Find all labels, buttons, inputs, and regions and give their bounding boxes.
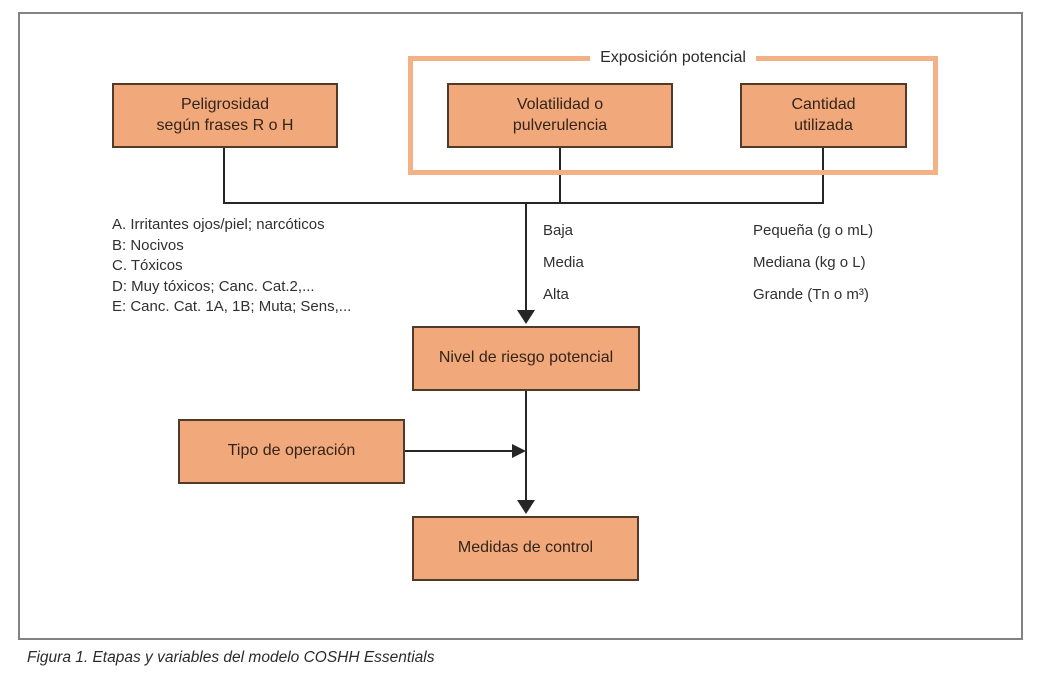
exposure-group-label-text: Exposición potencial (590, 47, 756, 69)
arrow-down-icon (517, 500, 535, 514)
hazard-category-item: E: Canc. Cat. 1A, 1B; Muta; Sens,... (112, 298, 352, 315)
node-peligrosidad: Peligrosidad según frases R o H (112, 83, 338, 148)
quantity-level-item: Mediana (kg o L) (753, 254, 866, 271)
volatility-level-list: Baja Media Alta (543, 215, 584, 311)
connector-horizontal-line (223, 202, 824, 204)
hazard-category-item: A. Irritantes ojos/piel; narcóticos (112, 216, 325, 233)
hazard-category-item: D: Muy tóxicos; Canc. Cat.2,... (112, 277, 315, 295)
connector-cantidad-line (822, 148, 824, 204)
node-medidas-control-label: Medidas de control (457, 539, 594, 557)
node-medidas-control: Medidas de control (412, 516, 639, 581)
arrow-down-icon (517, 310, 535, 324)
quantity-level-list: Pequeña (g o mL) Mediana (kg o L) Grande… (753, 215, 873, 311)
connector-volatilidad-line (559, 148, 561, 204)
node-cantidad-line2: utilizada (794, 116, 853, 134)
node-nivel-riesgo: Nivel de riesgo potencial (412, 326, 640, 391)
exposure-group-label: Exposición potencial (408, 47, 938, 69)
volatility-level-item: Baja (543, 222, 574, 239)
connector-to-medidas-line (525, 391, 527, 500)
hazard-category-item: C. Tóxicos (112, 257, 183, 274)
hazard-category-item: B: Nocivos (112, 236, 184, 254)
node-volatilidad-line1: Volatilidad o (516, 95, 604, 113)
node-tipo-operacion: Tipo de operación (178, 419, 405, 484)
arrow-right-icon (512, 444, 526, 458)
node-cantidad: Cantidad utilizada (740, 83, 907, 148)
volatility-level-item: Alta (543, 286, 569, 303)
node-tipo-operacion-label: Tipo de operación (227, 442, 356, 460)
quantity-level-item: Grande (Tn o m³) (753, 286, 869, 303)
node-volatilidad: Volatilidad o pulverulencia (447, 83, 673, 148)
connector-to-nivel-line (525, 203, 527, 310)
node-volatilidad-line2: pulverulencia (512, 116, 608, 134)
node-peligrosidad-line1: Peligrosidad (180, 95, 270, 113)
volatility-level-item: Media (543, 254, 584, 271)
node-peligrosidad-line2: según frases R o H (156, 116, 294, 134)
figure-caption: Figura 1. Etapas y variables del modelo … (27, 649, 435, 666)
connector-tipo-line (404, 450, 512, 452)
hazard-category-list: A. Irritantes ojos/piel; narcóticos B: N… (112, 215, 351, 318)
quantity-level-item: Pequeña (g o mL) (753, 222, 874, 239)
connector-peligrosidad-line (223, 148, 225, 204)
node-nivel-riesgo-label: Nivel de riesgo potencial (438, 349, 614, 367)
node-cantidad-line1: Cantidad (791, 95, 856, 113)
